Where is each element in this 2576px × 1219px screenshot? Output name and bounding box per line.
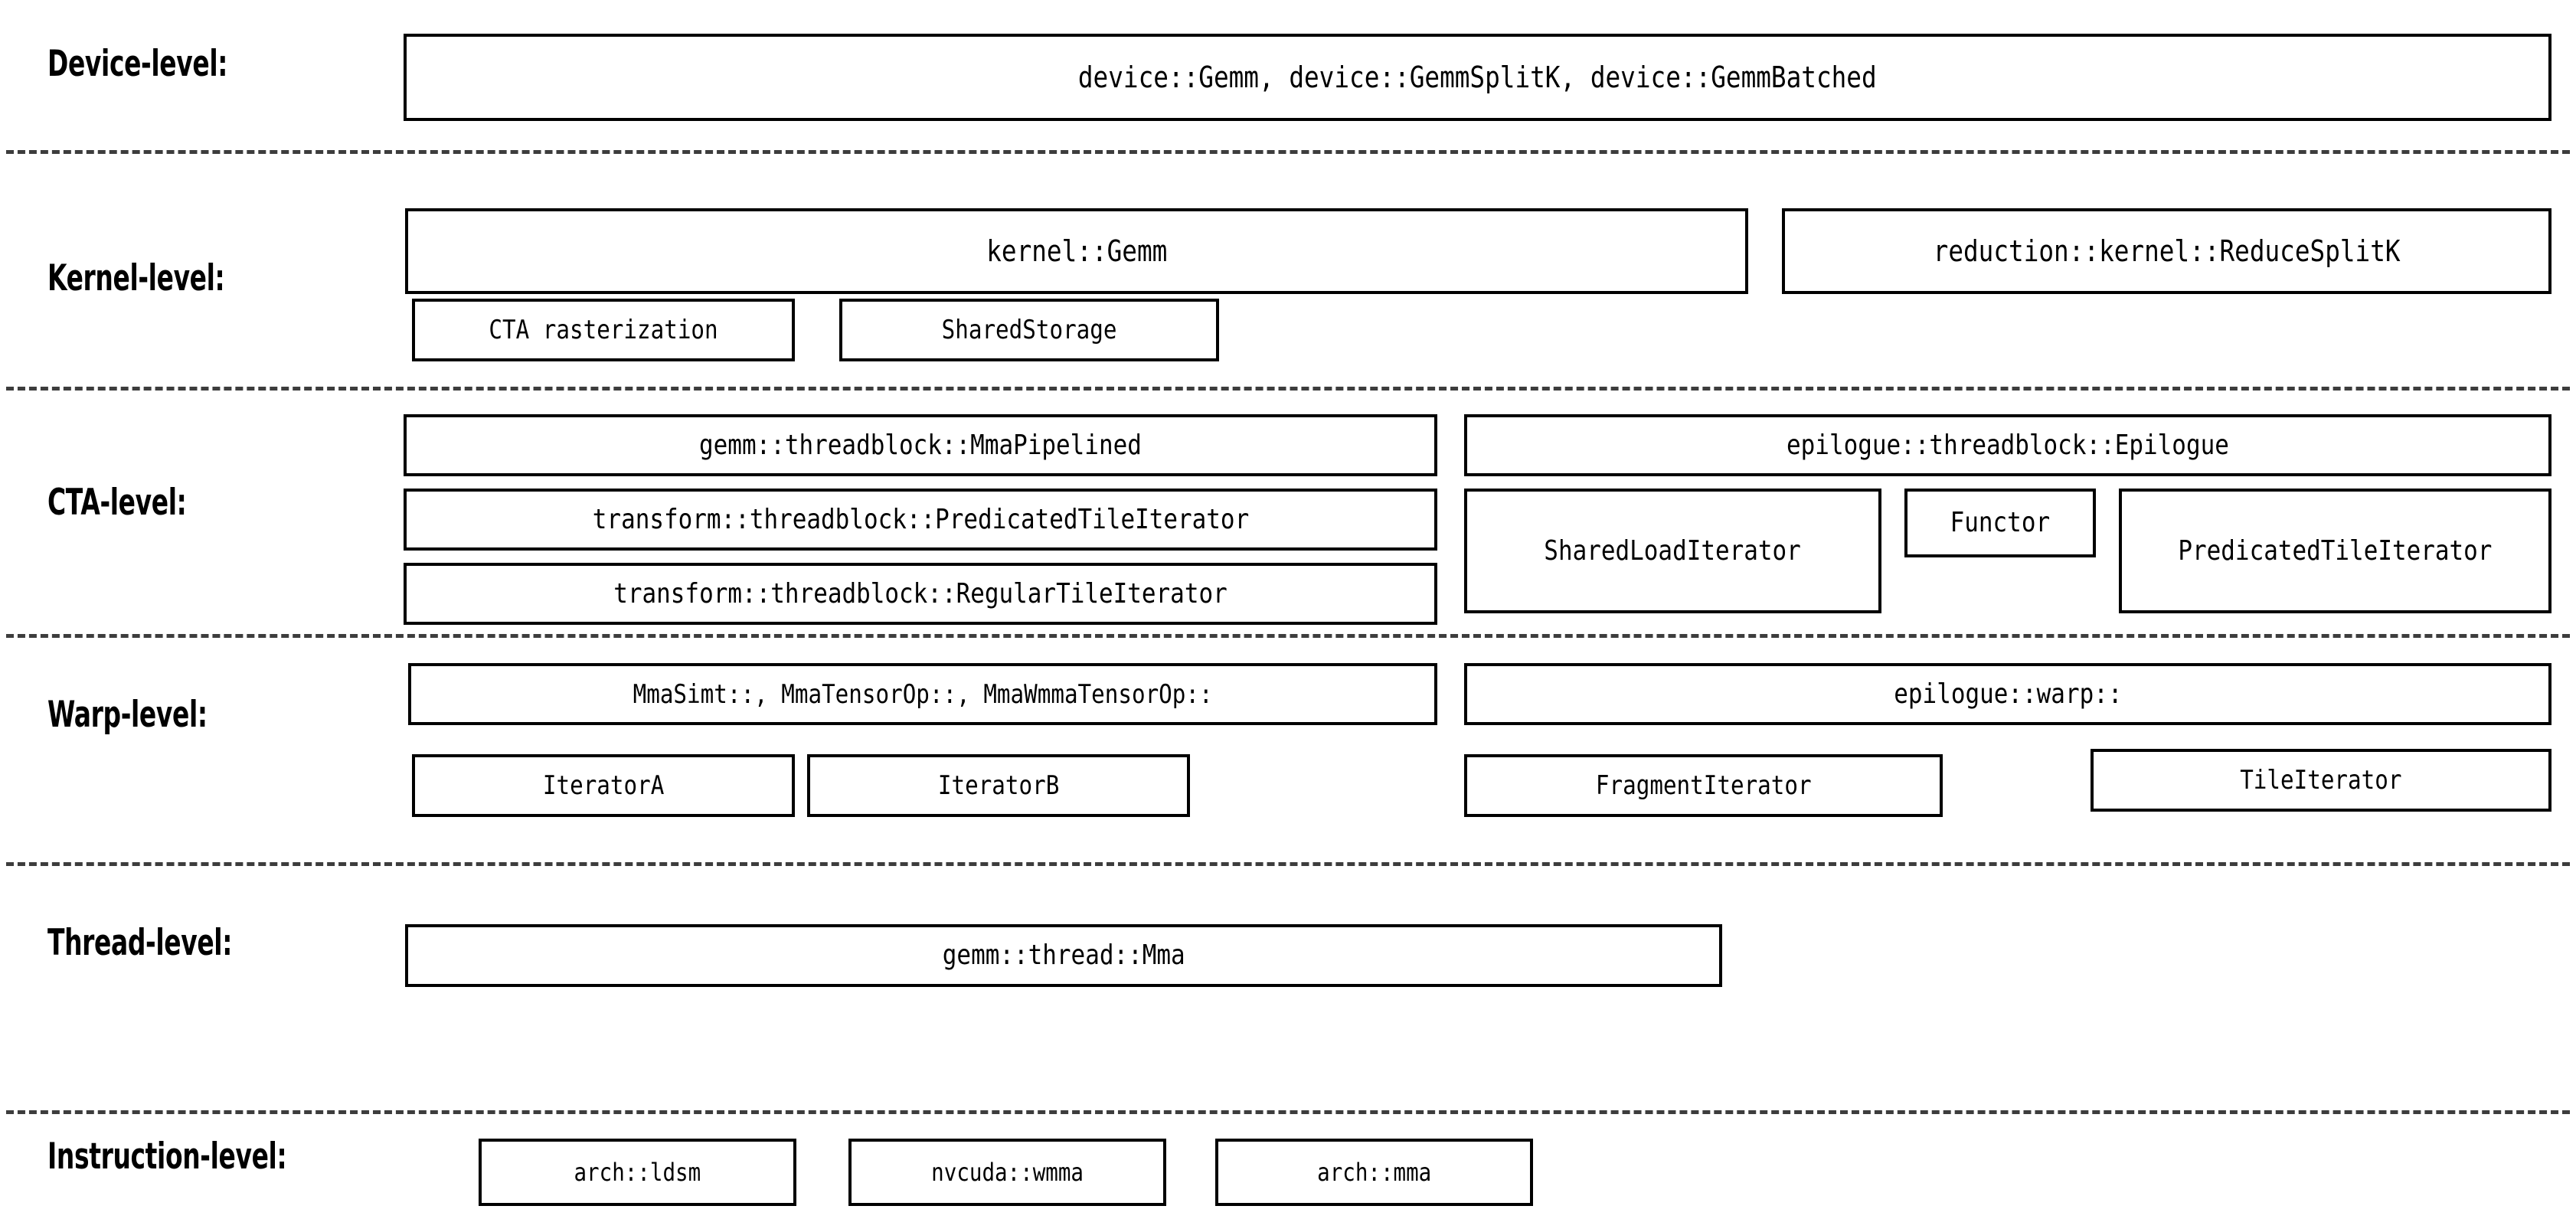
box-label: TileIterator [2240,765,2402,796]
box-label: FragmentIterator [1595,770,1812,801]
box-label: MmaSimt::, MmaTensorOp::, MmaWmmaTensorO… [633,678,1213,710]
box-fragment-iterator[interactable]: FragmentIterator [1464,754,1943,817]
divider-cta-warp [6,634,2570,638]
box-label: arch::ldsm [574,1158,701,1187]
box-iterator-a[interactable]: IteratorA [412,754,795,817]
box-epilogue-threadblock-epilogue[interactable]: epilogue::threadblock::Epilogue [1464,414,2551,476]
box-label: IteratorA [542,770,665,801]
box-functor[interactable]: Functor [1904,489,2096,557]
box-arch-ldsm[interactable]: arch::ldsm [479,1139,796,1206]
box-transform-threadblock-predicatedtileiterator[interactable]: transform::threadblock::PredicatedTileIt… [404,489,1437,551]
level-label-warp: Warp-level: [47,694,208,736]
box-kernel-gemm[interactable]: kernel::Gemm [405,208,1748,294]
box-label: epilogue::threadblock::Epilogue [1787,429,2229,461]
box-nvcuda-wmma[interactable]: nvcuda::wmma [848,1139,1166,1206]
box-label: nvcuda::wmma [931,1158,1084,1187]
box-cta-rasterization[interactable]: CTA rasterization [412,299,795,361]
box-label: IteratorB [937,770,1060,801]
level-label-kernel: Kernel-level: [47,257,225,299]
box-arch-mma[interactable]: arch::mma [1215,1139,1533,1206]
box-gemm-thread-mma[interactable]: gemm::thread::Mma [405,924,1722,987]
box-label: arch::mma [1316,1158,1432,1187]
box-label: PredicatedTileIterator [2178,534,2493,567]
box-sharedloaditerator[interactable]: SharedLoadIterator [1464,489,1881,613]
box-label: device::Gemm, device::GemmSplitK, device… [1078,60,1877,94]
divider-kernel-cta [6,387,2570,391]
box-iterator-b[interactable]: IteratorB [807,754,1190,817]
box-device-gemm-apis[interactable]: device::Gemm, device::GemmSplitK, device… [404,34,2551,121]
box-epilogue-warp[interactable]: epilogue::warp:: [1464,663,2551,725]
box-label: gemm::thread::Mma [942,940,1185,971]
divider-thread-instruction [6,1110,2570,1114]
box-label: reduction::kernel::ReduceSplitK [1933,234,2401,268]
box-label: epilogue::warp:: [1893,678,2123,710]
box-label: Functor [1950,507,2051,538]
box-epilogue-predicatedtileiterator[interactable]: PredicatedTileIterator [2119,489,2551,613]
box-label: transform::threadblock::PredicatedTileIt… [592,503,1249,535]
box-label: gemm::threadblock::MmaPipelined [699,429,1142,461]
level-label-device: Device-level: [47,43,228,85]
box-transform-threadblock-regulartileiterator[interactable]: transform::threadblock::RegularTileItera… [404,563,1437,625]
level-label-thread: Thread-level: [47,922,233,964]
box-shared-storage[interactable]: SharedStorage [839,299,1219,361]
box-label: SharedStorage [941,315,1117,345]
box-tile-iterator[interactable]: TileIterator [2091,749,2551,812]
divider-warp-thread [6,862,2570,866]
box-warp-mma-variants[interactable]: MmaSimt::, MmaTensorOp::, MmaWmmaTensorO… [408,663,1437,725]
box-label: kernel::Gemm [986,234,1168,268]
box-gemm-threadblock-mmapipelined[interactable]: gemm::threadblock::MmaPipelined [404,414,1437,476]
level-label-cta: CTA-level: [47,482,187,524]
box-label: CTA rasterization [489,315,718,345]
divider-device-kernel [6,150,2570,154]
box-reduction-kernel-reducesplitk[interactable]: reduction::kernel::ReduceSplitK [1782,208,2551,294]
box-label: SharedLoadIterator [1544,534,1802,567]
box-label: transform::threadblock::RegularTileItera… [613,577,1228,610]
level-label-instruction: Instruction-level: [47,1136,287,1178]
